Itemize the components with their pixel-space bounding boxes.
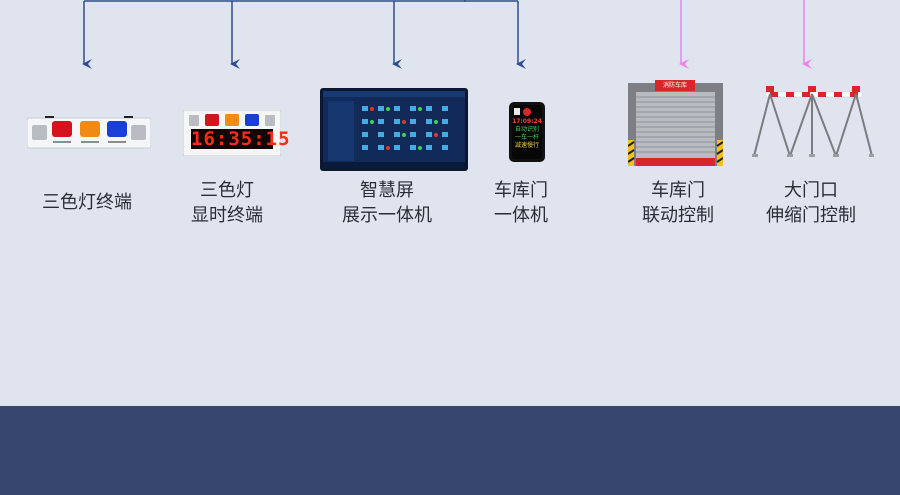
- caption-gate-control: 大门口 伸缩门控制: [766, 180, 856, 226]
- footer-band: [0, 406, 900, 495]
- smart-screen-image: [320, 88, 468, 171]
- caption-tricolor-terminal: 三色灯终端: [42, 192, 132, 213]
- kiosk-icon: [509, 102, 545, 162]
- connector-lines: [82, 0, 812, 69]
- garage-door-unit-image: 17:09:24 自动识别 一车一杆 减速慢行: [509, 102, 545, 162]
- tricolor-terminal-image: [26, 113, 152, 153]
- tricolor-terminal-icon: [26, 116, 152, 149]
- gate-control-image: [752, 84, 874, 160]
- time-display: 16:35:15: [191, 128, 291, 150]
- caption-tricolor-display-terminal: 三色灯 显时终端: [191, 180, 263, 226]
- retractable-gate-icon: [752, 86, 874, 157]
- smart-screen-icon: [320, 88, 468, 171]
- caption-garage-door-control: 车库门 联动控制: [642, 180, 714, 226]
- tricolor-display-terminal-image: 16:35:15: [183, 110, 291, 156]
- kiosk-line-1: 自动识别: [514, 126, 539, 133]
- caption-smart-screen: 智慧屏 展示一体机: [342, 180, 432, 226]
- roller-door-icon: [628, 83, 723, 166]
- kiosk-line-2: 一车一杆: [514, 134, 539, 141]
- caption-garage-door-unit: 车库门 一体机: [494, 180, 548, 226]
- kiosk-time: 17:09:24: [512, 118, 542, 125]
- garage-door-control-image: 消防车库: [628, 80, 723, 166]
- fire-garage-sign: 消防车库: [655, 80, 695, 91]
- kiosk-line-3: 减速慢行: [514, 142, 539, 149]
